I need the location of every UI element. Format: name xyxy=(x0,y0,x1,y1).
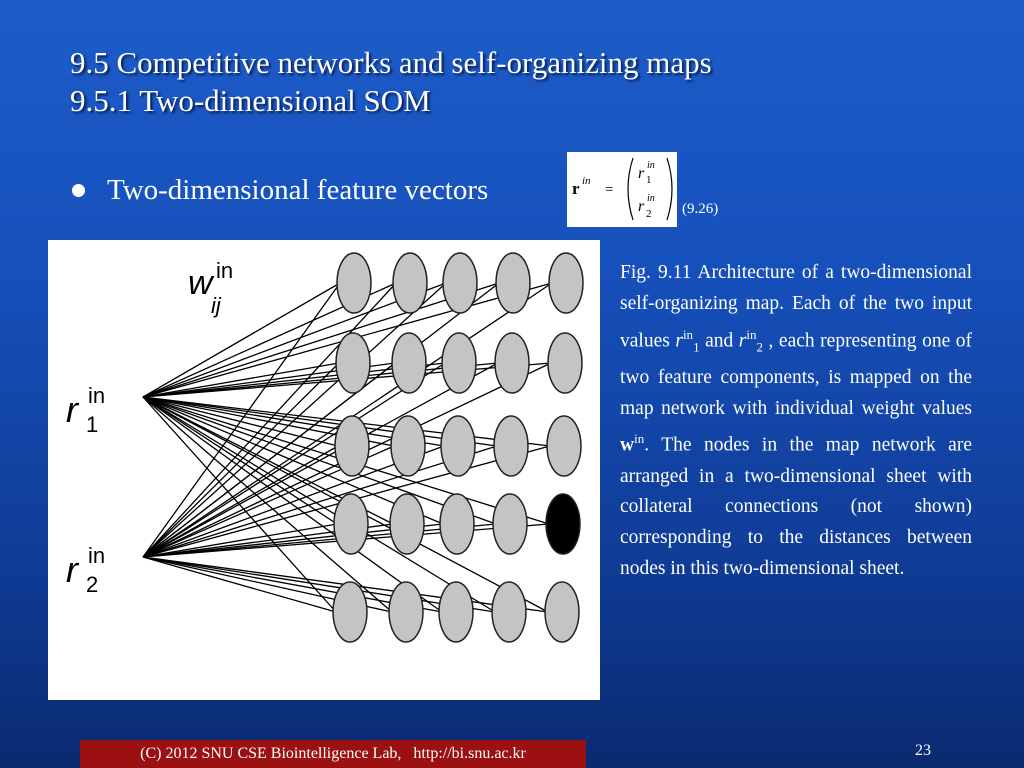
map-node xyxy=(335,332,371,394)
eq-left-paren xyxy=(627,157,634,221)
input-1-label: r xyxy=(66,389,80,430)
equation-image: r in = r in 1 r in 2 xyxy=(567,152,677,227)
map-node xyxy=(391,332,427,394)
map-node xyxy=(548,252,584,314)
weight-connection xyxy=(142,396,443,613)
weight-connection xyxy=(142,556,337,613)
weight-connection xyxy=(142,445,339,558)
map-node xyxy=(336,252,372,314)
caption-w-var: w xyxy=(620,434,635,456)
map-node xyxy=(389,493,425,555)
weight-connection xyxy=(142,282,397,558)
caption-w-sup: in xyxy=(634,431,645,447)
weight-connection xyxy=(142,396,393,613)
weight-label-sub: ij xyxy=(211,293,222,318)
winner-node xyxy=(545,493,581,555)
input-1-sub: 1 xyxy=(86,412,98,437)
map-node xyxy=(544,581,580,643)
weight-connection xyxy=(142,282,500,398)
eq-comp1-sup: in xyxy=(647,160,655,171)
map-node xyxy=(332,581,368,643)
weight-connection xyxy=(142,556,496,613)
caption-r1-sub: 1 xyxy=(693,338,700,354)
weight-connection xyxy=(142,396,496,613)
input-2-sub: 2 xyxy=(86,572,98,597)
map-node xyxy=(491,581,527,643)
caption-part-4: . The nodes in the map network are arran… xyxy=(620,434,972,580)
eq-lhs: r xyxy=(572,179,580,198)
map-node xyxy=(495,252,531,314)
weight-connection xyxy=(142,362,396,558)
caption-part-2: and xyxy=(699,330,739,352)
caption-r2-sup: in xyxy=(746,326,757,342)
caption-r2-sub: 2 xyxy=(756,338,764,354)
caption-r1-var: r xyxy=(675,330,683,352)
eq-comp2-sub: 2 xyxy=(646,208,652,220)
map-node xyxy=(392,252,428,314)
weight-connection xyxy=(142,362,340,558)
map-node xyxy=(390,415,426,477)
bullet-text: Two-dimensional feature vectors xyxy=(107,173,489,206)
eq-comp1-sub: 1 xyxy=(646,174,652,186)
input-1-sup: in xyxy=(88,383,105,408)
input-2-label: r xyxy=(66,549,80,590)
eq-lhs-sup: in xyxy=(582,175,591,187)
weight-connection xyxy=(142,445,498,558)
map-node xyxy=(438,581,474,643)
map-node xyxy=(494,332,530,394)
input-2-sup: in xyxy=(88,543,105,568)
map-node xyxy=(440,415,476,477)
caption-part-1: Fig. 9.11 Architecture of a two-dimensio… xyxy=(620,262,972,352)
map-node xyxy=(388,581,424,643)
page-number: 23 xyxy=(915,742,931,759)
figure-caption: Fig. 9.11 Architecture of a two-dimensio… xyxy=(620,258,972,585)
weight-connection xyxy=(142,362,340,398)
eq-comp2-var: r xyxy=(638,198,645,215)
weight-connection xyxy=(142,523,338,558)
weight-label-sup: in xyxy=(216,258,233,283)
map-node xyxy=(442,252,478,314)
som-figure: w in ij r in 1 r in 2 xyxy=(48,240,600,700)
bullet-item: Two-dimensional feature vectors xyxy=(72,170,488,210)
equation-number: (9.26) xyxy=(682,201,719,217)
caption-r2-var: r xyxy=(738,330,747,352)
map-node xyxy=(334,415,370,477)
map-node xyxy=(492,493,528,555)
map-node xyxy=(439,493,475,555)
title-line-2: 9.5.1 Two-dimensional SOM xyxy=(70,83,431,118)
som-node-grid xyxy=(332,252,584,643)
weight-label: w xyxy=(188,264,215,302)
slide-title: 9.5 Competitive networks and self-organi… xyxy=(70,44,970,120)
weight-connection xyxy=(142,282,341,558)
weight-connection xyxy=(142,282,341,398)
footer-credit: (C) 2012 SNU CSE Biointelligence Lab, ht… xyxy=(80,740,586,768)
eq-comp1-var: r xyxy=(638,165,645,182)
equation-svg: r in = r in 1 r in 2 xyxy=(572,157,673,221)
map-node xyxy=(333,493,369,555)
caption-r1-sup: in xyxy=(682,326,694,342)
weight-connection xyxy=(142,362,499,558)
eq-equals: = xyxy=(605,182,613,198)
weight-connection xyxy=(142,362,446,558)
map-node xyxy=(546,415,582,477)
weight-connection xyxy=(142,523,497,558)
map-node xyxy=(441,332,477,394)
title-line-1: 9.5 Competitive networks and self-organi… xyxy=(70,45,712,80)
eq-right-paren xyxy=(666,157,673,221)
som-diagram: w in ij r in 1 r in 2 xyxy=(66,252,584,643)
eq-comp2-sup: in xyxy=(647,193,655,204)
map-node xyxy=(547,332,583,394)
weight-connection xyxy=(142,362,499,398)
weight-connection xyxy=(142,282,447,558)
bullet-dot-icon xyxy=(72,183,85,197)
weight-connection xyxy=(142,282,447,398)
caption-part-3: , each representing one of two feature c… xyxy=(620,330,972,419)
map-node xyxy=(493,415,529,477)
